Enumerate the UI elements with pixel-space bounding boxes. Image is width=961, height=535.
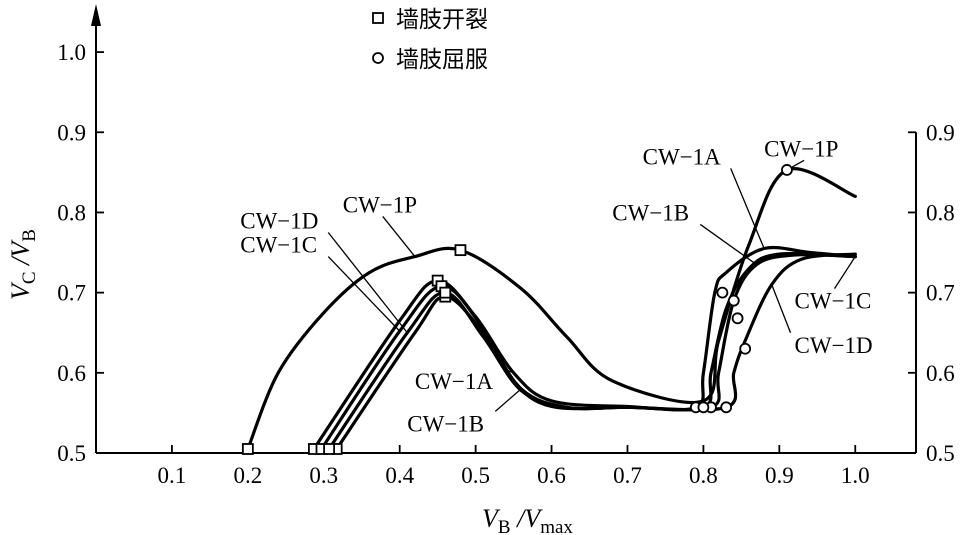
yielding-marker-cw-1p-0 [781,164,793,176]
axes: 0.1 0.2 0.3 0.4 0.5 0.6 0.7 0.8 0.9 1.0 0.5 0.6 0.7 0… [57,4,955,488]
leader-cw-1b-left [494,388,522,412]
x-tick-label-2: 0.3 [309,463,338,488]
y-right-tick-label-2: 0.7 [926,281,955,306]
leader-cw-1a-right [730,168,765,249]
series-label-cw-1a-left: CW−1A [415,369,494,394]
leader-cw-1b-right [699,223,757,266]
y-left-tick-label-1: 0.6 [57,361,86,386]
y-right-tick-label-1: 0.6 [926,361,955,386]
leader-cw-1a-left [502,368,514,374]
series-layer [246,167,857,451]
series-label-cw-1d-left: CW−1D [240,208,318,233]
series-labels: CW−1P CW−1P CW−1A CW−1A CW−1B CW−1B CW−1C CW−1C… [240,136,872,436]
series-label-cw-1p-left: CW−1P [343,192,417,217]
series-line-cw-1d [327,252,857,451]
series-label-cw-1d-right: CW−1D [795,333,873,358]
yielding-marker-cw-1a-1 [716,286,729,299]
label-leaders [327,159,856,412]
series-label-cw-1b-left: CW−1B [407,411,484,436]
series-label-cw-1a-right: CW−1A [643,144,722,169]
cracking-marker-cw-1d-0 [323,443,335,455]
x-axis-title: VB /Vmax [482,504,573,535]
x-tick-label-7: 0.8 [689,463,718,488]
legend-yielding-label: 墙肢屈服 [396,47,488,73]
cracking-marker-cw-1p-0 [241,443,254,455]
x-tick-label-8: 0.9 [765,463,794,488]
y-left-tick-label-2: 0.7 [57,281,86,306]
yielding-marker-cw-1d-1 [739,342,752,355]
y-right-tick-label-3: 0.8 [926,200,955,225]
y-left-tick-label-4: 0.9 [57,120,86,145]
x-tick-label-6: 0.7 [613,463,642,488]
x-tick-label-4: 0.5 [461,463,490,488]
series-label-cw-1c-right: CW−1C [795,289,872,314]
x-tick-label-3: 0.4 [385,463,414,488]
series-label-cw-1b-right: CW−1B [612,200,689,225]
cracking-marker-cw-1p-1 [454,244,467,257]
leader-cw-1d-right [771,284,792,333]
legend-cracking-label: 墙肢开裂 [396,7,488,33]
leader-cw-1d-left [327,232,408,334]
yielding-marker-cw-1c-0 [697,401,710,414]
leader-cw-1p-left [382,216,416,257]
y-right-tick-label-4: 0.9 [926,120,955,145]
yielding-marker-cw-1b-1 [727,294,740,307]
x-tick-label-1: 0.2 [233,463,262,488]
y-axis-title: VC /VB [6,229,40,300]
series-line-cw-1p [246,167,857,451]
x-tick-label-9: 1.0 [841,463,870,488]
y-left-tick-label-3: 0.8 [57,200,86,225]
legend: 墙肢开裂 墙肢屈服 [372,7,488,73]
y-right-tick-label-0: 0.5 [926,441,955,466]
series-label-cw-1p-right: CW−1P [764,136,838,161]
y-left-tick-label-0: 0.5 [57,441,86,466]
cracking-marker-cw-1d-1 [439,286,452,299]
y-axis-arrow [91,4,101,26]
leader-cw-1c-right [833,256,856,290]
markers-layer [241,164,793,455]
y-left-tick-label-5: 1.0 [57,40,86,65]
yielding-marker-cw-1d-0 [720,401,733,414]
x-tick-label-0: 0.1 [158,463,187,488]
x-tick-label-5: 0.6 [537,463,566,488]
legend-circle-marker [372,52,384,64]
yielding-marker-cw-1c-1 [731,312,744,325]
series-label-cw-1c-left: CW−1C [240,233,317,258]
leader-cw-1c-left [327,256,401,332]
legend-square-marker [372,12,384,24]
